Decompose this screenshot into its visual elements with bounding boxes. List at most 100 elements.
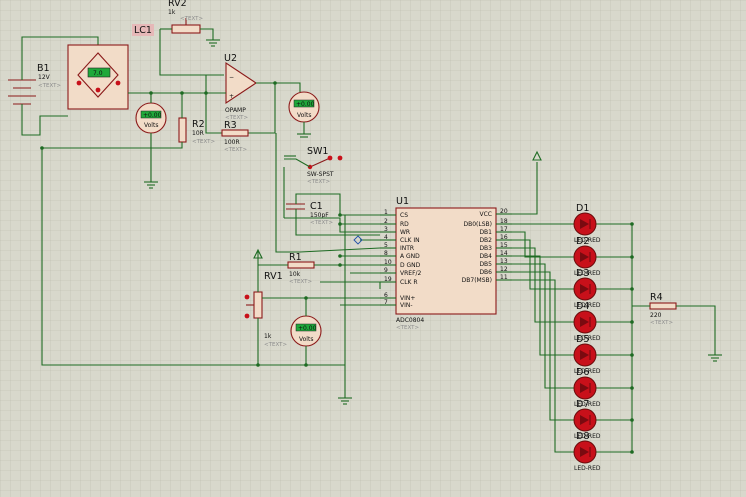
battery-b1[interactable]: B1 12V <TEXT> [8, 57, 61, 130]
u1-pin-number: 13 [500, 258, 508, 265]
u1-pin-number: 3 [384, 226, 388, 233]
c1-text: <TEXT> [310, 220, 333, 226]
u1-pin-name: DB2 [479, 237, 492, 244]
u1-text: <TEXT> [396, 325, 419, 331]
led-diode-icon [580, 252, 589, 262]
u1-pin-number: 12 [500, 266, 508, 273]
sw1-type: SW-SPST [307, 171, 334, 178]
r2-text: <TEXT> [192, 139, 215, 145]
voltmeter-1-unit: Volts [144, 122, 158, 129]
power-arrow-rv1 [253, 248, 263, 259]
led-type: LED-RED [574, 368, 601, 375]
led-type: LED-RED [574, 270, 601, 277]
u1-pin-name: INTR [400, 245, 414, 252]
u1-pin-name: CS [400, 212, 408, 219]
led-signal-wire [512, 271, 574, 421]
u1-pin-number: 20 [500, 208, 508, 215]
opamp-u2[interactable]: − + U2 OPAMP <TEXT> [224, 53, 257, 121]
led-signal-wire [512, 263, 574, 389]
u1-pin-number: 9 [384, 267, 388, 274]
voltmeter-1-display: +0.00 [143, 112, 162, 119]
led-type: LED-RED [574, 401, 601, 408]
led-diode-icon [580, 350, 589, 360]
resistor-r3[interactable]: R3 100R <TEXT> [221, 120, 249, 153]
u1-pin-number: 7 [384, 299, 388, 306]
lc1-label-box [132, 24, 154, 36]
u1-pin-name: DB5 [479, 261, 492, 268]
led-type: LED-RED [574, 433, 601, 440]
led-type: LED-RED [574, 302, 601, 309]
r1-value: 10k [289, 271, 301, 278]
led-ref: D1 [576, 203, 589, 214]
voltmeter-2[interactable]: +0.00 Volts [288, 91, 320, 123]
led-type: LED-RED [574, 335, 601, 342]
u1-pin-number: 8 [384, 250, 388, 257]
u1-pin-name: D GND [400, 262, 421, 269]
voltmeter-3[interactable]: +0.00 Volts [290, 315, 322, 347]
r4-value: 220 [650, 312, 662, 319]
c1-value: 150pF [310, 212, 329, 219]
u2-type: OPAMP [225, 107, 246, 114]
u1-pin-number: 18 [500, 218, 508, 225]
led-array: D1LED-REDD2LED-REDD3LED-REDD4LED-REDD5LE… [573, 203, 601, 472]
sw1-ref: SW1 [307, 146, 328, 157]
u1-pin-name: DB3 [479, 245, 492, 252]
led-diode-icon [580, 284, 589, 294]
u1-ref: U1 [396, 196, 409, 207]
led-type: LED-RED [574, 237, 601, 244]
led-ref: D5 [576, 334, 589, 345]
led-signal-wire [512, 279, 574, 453]
led-diode-icon [580, 415, 589, 425]
led-ref: D4 [576, 301, 589, 312]
load-cell-lc1[interactable]: 7.0 LC1 [67, 24, 154, 110]
led-signal-wire [512, 231, 574, 258]
led-ref: D7 [576, 399, 589, 410]
u2-ref: U2 [224, 53, 237, 64]
u1-pin-name: DB6 [479, 269, 492, 276]
potentiometer-rv1[interactable]: RV1 1k <TEXT> [244, 271, 288, 348]
u1-pin-name: A GND [400, 253, 420, 260]
u1-pin-number: 11 [500, 274, 508, 281]
r1-ref: R1 [289, 252, 302, 263]
rv1-value: 1k [264, 333, 272, 340]
u1-pin-name: DB7(MSB) [462, 277, 492, 284]
voltmeter-2-display: +0.00 [296, 101, 315, 108]
led-ref: D6 [576, 367, 589, 378]
u1-pin-name: VIN- [400, 302, 413, 309]
u1-pin-number: 1 [384, 209, 388, 216]
b1-text: <TEXT> [38, 83, 61, 89]
led-diode-icon [580, 383, 589, 393]
r1-text: <TEXT> [289, 279, 312, 285]
led-diode-icon [580, 317, 589, 327]
u1-pin-name: VCC [480, 211, 492, 218]
u1-pin-number: 4 [384, 234, 388, 241]
u1-pin-name: RD [400, 221, 409, 228]
rv2-ref: RV2 [168, 0, 187, 9]
u1-pin-name: CLK R [400, 279, 418, 286]
u1-pin-number: 14 [500, 250, 508, 257]
sw1-text: <TEXT> [307, 179, 330, 185]
led-ref: D8 [576, 431, 589, 442]
led-diode-icon [580, 219, 589, 229]
r3-value: 100R [224, 139, 240, 146]
u1-pin-number: 17 [500, 226, 508, 233]
u2-plus: + [229, 93, 234, 100]
u1-pin-number: 2 [384, 218, 388, 225]
u1-pin-name: WR [400, 229, 410, 236]
adc-u1[interactable]: U1 ADC0804 <TEXT> [395, 196, 497, 331]
switch-sw1[interactable]: SW1 SW-SPST <TEXT> [307, 146, 343, 185]
led-wiring [512, 222, 634, 454]
lc1-display [87, 67, 111, 78]
voltmeter-1[interactable]: +0.00 Volts [135, 102, 167, 134]
b1-value: 12V [38, 74, 51, 81]
